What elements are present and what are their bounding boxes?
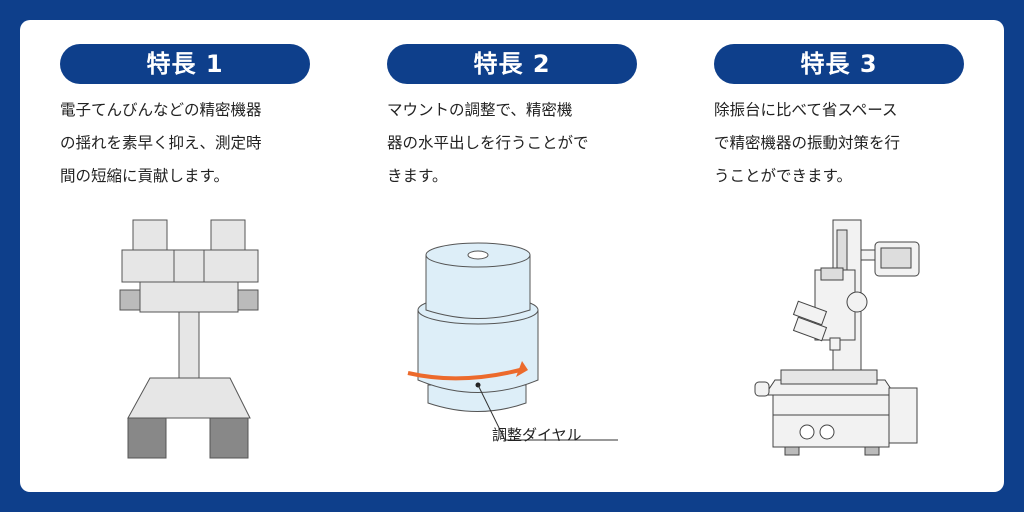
feature-2: 特長 2 マウントの調整で、精密機 器の水平出しを行うことがで きます。 — [387, 44, 637, 193]
dial-label: 調整ダイヤル — [492, 426, 582, 444]
feature-3: 特長 3 除振台に比べて省スペース で精密機器の振動対策を行 うことができます。 — [714, 44, 964, 193]
feature-1-title: 特長 1 — [60, 44, 310, 84]
desc-line: 間の短縮に貢献します。 — [60, 167, 229, 185]
desc-line: 除振台に比べて省スペース — [714, 101, 898, 119]
desc-line: で精密機器の振動対策を行 — [714, 134, 901, 152]
feature-1: 特長 1 電子てんびんなどの精密機器 の揺れを素早く抑え、測定時 間の短縮に貢献… — [60, 44, 310, 193]
feature-3-description: 除振台に比べて省スペース で精密機器の振動対策を行 うことができます。 — [714, 94, 964, 193]
desc-line: 器の水平出しを行うことがで — [387, 134, 589, 152]
desc-line: きます。 — [387, 167, 448, 185]
measuring-microscope-illustration — [754, 219, 920, 456]
microscope-mount-illustration — [119, 219, 259, 459]
desc-line: の揺れを素早く抑え、測定時 — [60, 134, 262, 152]
desc-line: 電子てんびんなどの精密機器 — [60, 101, 262, 119]
feature-2-description: マウントの調整で、精密機 器の水平出しを行うことがで きます。 — [387, 94, 637, 193]
feature-2-title: 特長 2 — [387, 44, 637, 84]
desc-line: うことができます。 — [714, 167, 852, 185]
feature-3-title: 特長 3 — [714, 44, 964, 84]
desc-line: マウントの調整で、精密機 — [387, 101, 573, 119]
feature-1-description: 電子てんびんなどの精密機器 の揺れを素早く抑え、測定時 間の短縮に貢献します。 — [60, 94, 310, 193]
mount-dial-illustration — [407, 242, 618, 441]
